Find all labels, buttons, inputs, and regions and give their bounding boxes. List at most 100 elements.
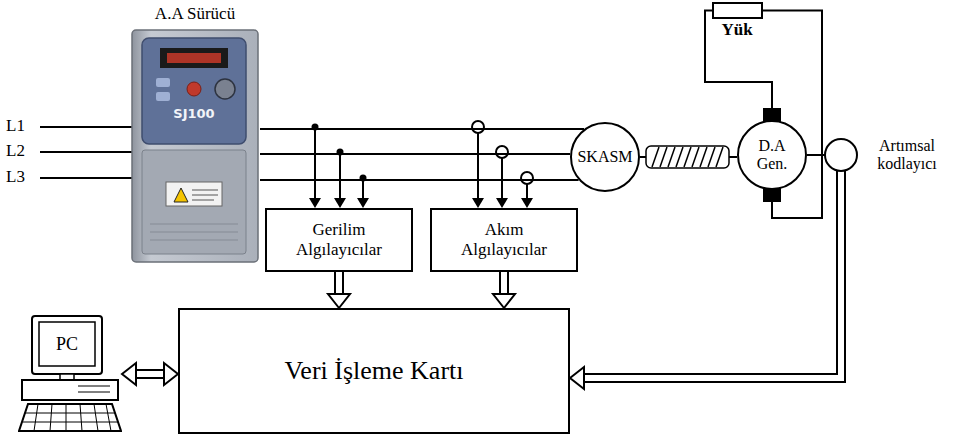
- process-box: Veri İşleme Kartı: [178, 308, 570, 434]
- connector: [807, 155, 825, 156]
- label-line: [192, 190, 218, 191]
- shaft-coupling: [646, 146, 729, 168]
- coupling-coil: [708, 147, 715, 167]
- brush: [763, 188, 781, 202]
- drive-slot: [78, 392, 110, 393]
- tap-arrowhead: [472, 198, 484, 208]
- coupling-coil: [668, 147, 675, 167]
- connector: [260, 129, 584, 130]
- coupling-coil: [684, 147, 691, 167]
- machine-circle: D.A Gen.: [737, 120, 807, 190]
- tap-arrowhead: [334, 198, 346, 208]
- drive-knob: [215, 79, 235, 99]
- encoder-circle: [825, 139, 857, 171]
- computer-icon: PC: [18, 314, 122, 434]
- node-label: Gerilim Algılayıcılar: [283, 220, 395, 259]
- connector: [328, 272, 350, 308]
- connector: [260, 154, 570, 155]
- monitor: [32, 316, 102, 374]
- wire: [260, 179, 579, 181]
- wire: [807, 154, 825, 156]
- drive-panel: [142, 38, 246, 144]
- connector: [122, 363, 178, 385]
- node-label: Akım Algılayıcılar: [448, 220, 560, 259]
- key-row: [25, 413, 115, 414]
- key-col: [106, 404, 111, 431]
- current-sensor-ring: [496, 146, 508, 158]
- drive-lower: [142, 150, 246, 254]
- drive-button: [156, 92, 170, 101]
- coupling-coil: [676, 147, 683, 167]
- run-button: [187, 82, 201, 96]
- current-sensor-ring: [472, 121, 484, 133]
- tap-arrowhead: [309, 198, 321, 208]
- tap-arrowhead: [496, 198, 508, 208]
- tap-arrowhead: [357, 198, 369, 208]
- connector: [260, 180, 579, 181]
- label-line: [192, 195, 218, 196]
- bus-arrow-outline: [499, 272, 509, 295]
- label-line: [192, 200, 214, 201]
- coupling-coil: [660, 147, 667, 167]
- connector: [570, 171, 841, 389]
- ac-drive-illustration: [130, 4, 260, 264]
- bus-arrow-inner: [501, 272, 507, 295]
- drive-button: [156, 78, 170, 87]
- wire: [260, 128, 584, 130]
- warning-label: [166, 182, 222, 206]
- node-label: Veri İşleme Kartı: [284, 356, 463, 386]
- phase-label: L3: [6, 167, 25, 187]
- bus-arrow-inner: [583, 171, 841, 378]
- vent-line: [150, 224, 238, 225]
- tap-line: [477, 133, 479, 200]
- bus-arrow-outline: [334, 272, 344, 295]
- bus-arrowhead: [164, 363, 178, 385]
- coupling-coil: [716, 147, 723, 167]
- load-resistor: Yük: [703, 2, 771, 44]
- bus-arrow-outline: [135, 369, 165, 379]
- supply-wire: [40, 126, 134, 128]
- encoder: Artımsal kodlayıcı: [824, 128, 954, 182]
- drive-slot: [78, 386, 110, 387]
- cpu-case: [22, 380, 118, 400]
- key-col: [94, 404, 98, 431]
- resistor-symbol: [713, 3, 762, 18]
- tap-arrowhead: [521, 198, 533, 208]
- bus-arrow-outline: [583, 171, 841, 378]
- key-col: [34, 404, 38, 431]
- ac-drive: A.A SürücüSJ100: [130, 4, 260, 264]
- bus-arrow-inner: [135, 371, 165, 377]
- bus-arrowhead: [122, 363, 136, 385]
- tap-line: [339, 152, 341, 200]
- keyboard: [19, 404, 121, 431]
- bus-arrowhead: [493, 294, 515, 308]
- warning-triangle: [174, 188, 188, 202]
- key-col: [66, 404, 67, 431]
- coupling-coil: [652, 147, 659, 167]
- wire: [260, 153, 570, 155]
- computer-illustration: [18, 314, 122, 434]
- vent-line: [150, 240, 238, 241]
- vent-line: [150, 232, 238, 233]
- machine-circle: SKASM: [570, 122, 640, 192]
- bus-arrowhead: [570, 367, 584, 389]
- bus-arrow-inner: [336, 272, 342, 295]
- drive-title: A.A Sürücü: [130, 4, 260, 24]
- coupling-coil: [692, 147, 699, 167]
- node-label: D.A Gen.: [750, 137, 794, 174]
- phase-label: L1: [6, 116, 25, 136]
- tap-line: [526, 184, 528, 200]
- supply-wire: [40, 151, 134, 153]
- node-label: SKASM: [577, 148, 632, 166]
- tap-line: [314, 127, 316, 200]
- screen-label: PC: [39, 322, 95, 366]
- encoder-label: Artımsal kodlayıcı: [860, 128, 954, 182]
- model-name: SJ100: [142, 107, 246, 122]
- drive-body: [132, 30, 258, 262]
- key-col: [80, 404, 82, 431]
- display-glow: [167, 53, 221, 63]
- process-box: Akım Algılayıcılar: [430, 208, 578, 272]
- current-sensor-ring: [521, 172, 533, 184]
- drive-display: [160, 48, 228, 68]
